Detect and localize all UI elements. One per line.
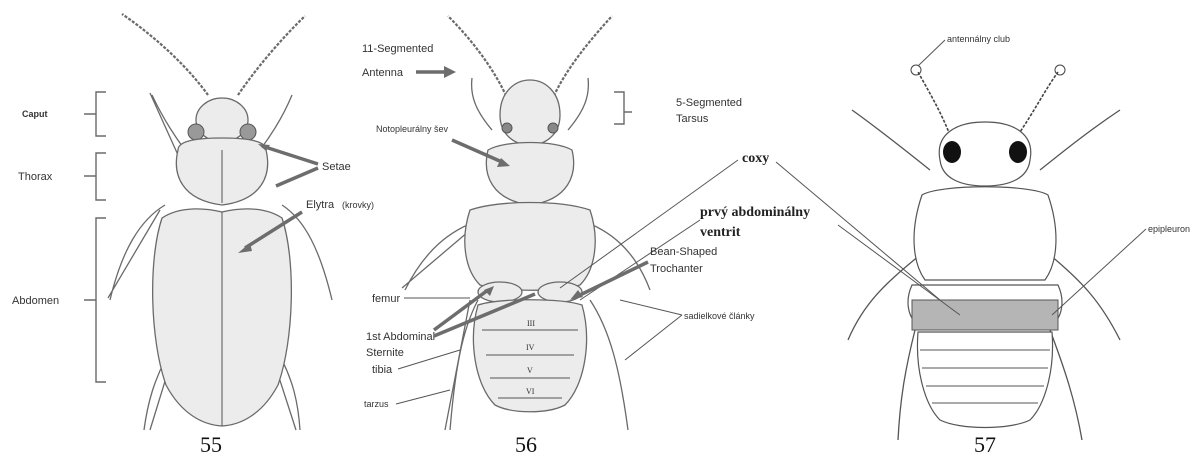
segment-v: V [527, 366, 533, 375]
antenna-label-line1: 11-Segmented [362, 43, 433, 55]
figure-57-number: 57 [974, 432, 996, 457]
antenna-arrowhead [444, 66, 456, 78]
tibia-label: tibia [372, 364, 393, 376]
sadelkove-label: sadielkové články [684, 311, 755, 321]
trochanter-label-line1: Bean-Shaped [650, 246, 717, 258]
tarzus-label: tarzus [364, 399, 389, 409]
tarsus-label-line1: 5-Segmented [676, 97, 742, 109]
elytra-label: Elytra [306, 199, 335, 211]
club-leader [918, 40, 945, 66]
tarsus-bracket [614, 92, 632, 124]
sternite-label-line1: 1st Abdominal [366, 331, 435, 343]
tibia-leader [398, 350, 460, 369]
antenna-label-line2: Antenna [362, 67, 404, 79]
abdomen-label: Abdomen [12, 295, 59, 307]
thorax-bracket [84, 153, 106, 200]
setae-label: Setae [322, 161, 351, 173]
figure-55-number: 55 [200, 432, 222, 457]
tarzus-leader [396, 390, 450, 404]
femur-label: femur [372, 293, 400, 305]
coxy-label: coxy [742, 151, 769, 166]
beetle-57-drawing [848, 65, 1120, 440]
caput-bracket [84, 92, 106, 136]
figure-56: III IV V VI 11-Segmented Antenna 5-Segme… [362, 16, 810, 457]
abdominal-ventrite-label-line2: ventrit [700, 225, 741, 240]
tarsus-label-line2: Tarsus [676, 113, 709, 125]
elytra-note: (krovky) [342, 200, 374, 210]
trochanter-label-line2: Trochanter [650, 263, 703, 275]
figure-57: antennálny club epipleuron 57 [776, 34, 1190, 457]
abdominal-ventrite-label-line1: prvý abdominálny [700, 205, 810, 220]
thorax-label: Thorax [18, 171, 53, 183]
sternite-label-line2: Sternite [366, 347, 404, 359]
setae-arrow [262, 146, 318, 186]
figure-55: Caput Thorax Abdomen Setae Elytra (krovk… [12, 14, 374, 457]
sadelkove-leader [620, 300, 682, 360]
abdomen-bracket [84, 218, 106, 382]
segment-vi: VI [526, 387, 535, 396]
figure-56-number: 56 [515, 432, 537, 457]
notopleural-label: Notopleurálny šev [376, 124, 449, 134]
beetle-55-drawing [108, 14, 332, 430]
club-label: antennálny club [947, 34, 1010, 44]
segment-iv: IV [526, 343, 535, 352]
segment-iii: III [527, 319, 535, 328]
epipleuron-label: epipleuron [1148, 224, 1190, 234]
epipleuron-leader [1052, 229, 1146, 315]
caput-label: Caput [22, 109, 48, 119]
beetle-56-drawing: III IV V VI [402, 16, 650, 430]
